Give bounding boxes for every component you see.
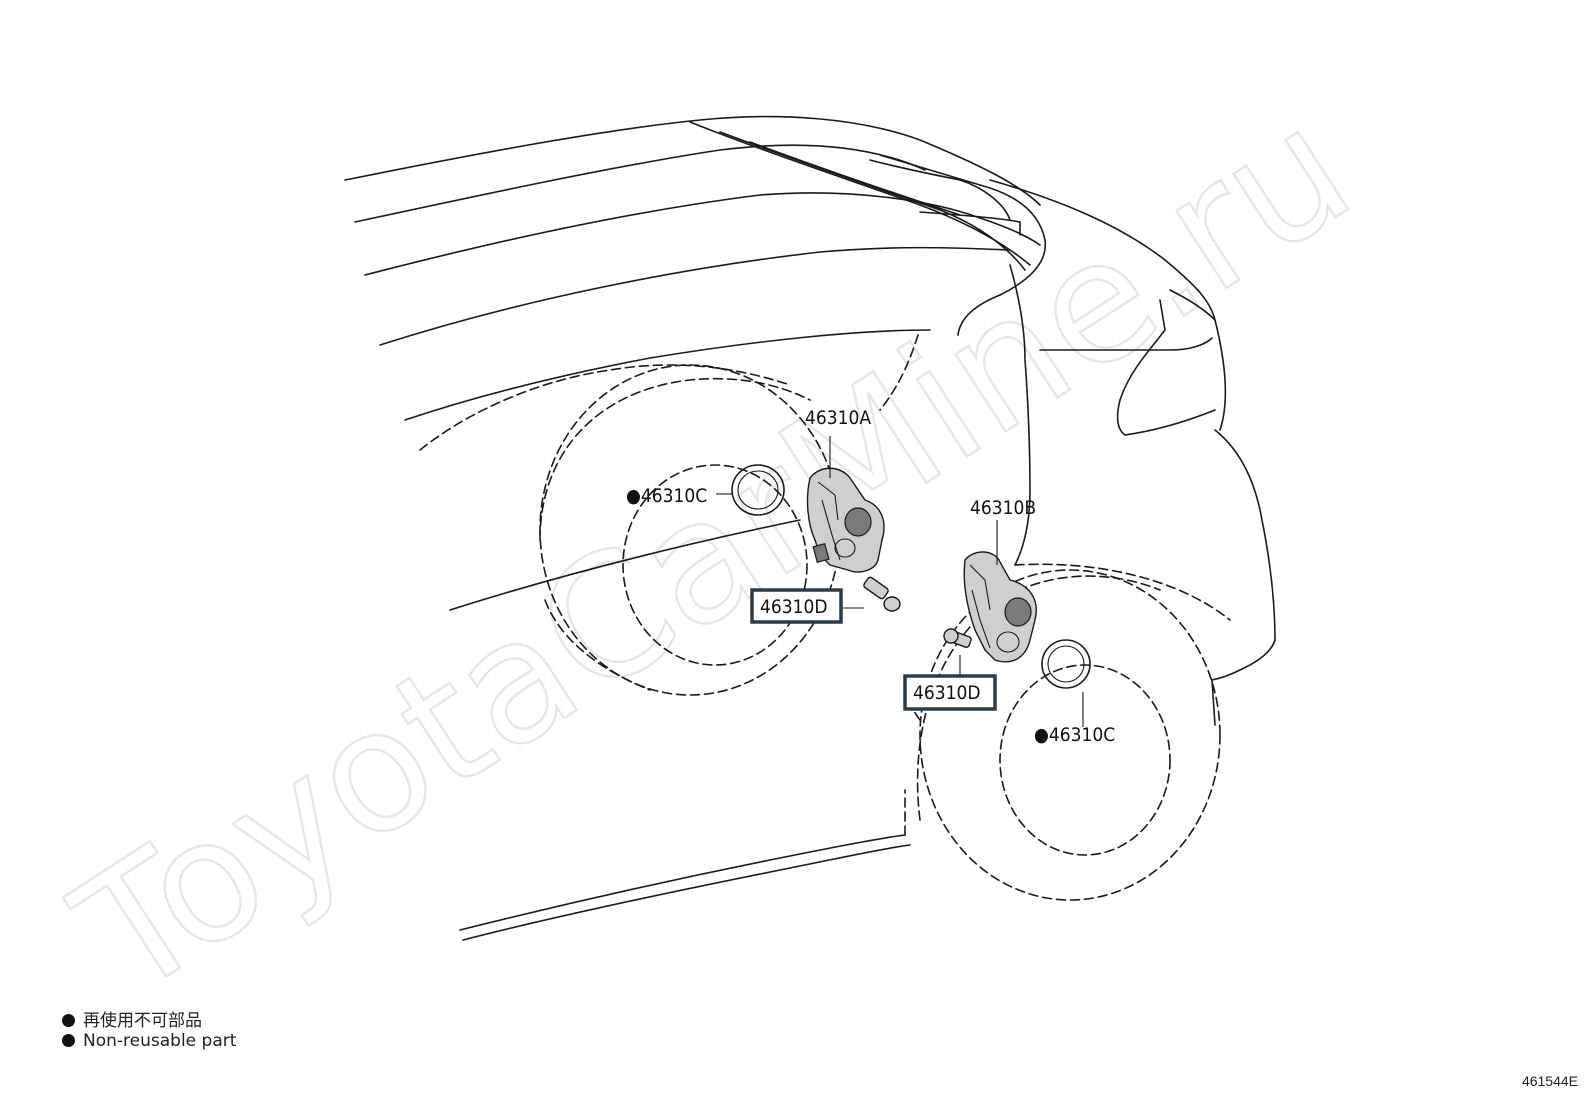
bolt-right	[943, 628, 972, 648]
label-46310b: 46310B	[970, 497, 1036, 519]
seal-ring-left	[731, 464, 785, 516]
watermark: ToyotaCarMine.ru	[43, 69, 1384, 1036]
figure-id: 461544E	[1521, 1073, 1578, 1089]
seal-ring-right	[1041, 639, 1091, 689]
label-46310c-left: ●46310C	[626, 485, 707, 507]
legend-en-text: Non-reusable part	[83, 1031, 237, 1051]
legend-en: Non-reusable part	[62, 1031, 236, 1051]
label-46310a: 46310A	[805, 407, 871, 429]
label-46310d-left: 46310D	[760, 596, 828, 618]
legend-jp-text: 再使用不可部品	[83, 1011, 202, 1031]
bullet-icon	[62, 1034, 75, 1047]
label-box-46310d-left	[750, 588, 843, 624]
label-box-46310d-right	[903, 674, 997, 711]
watermark-text: ToyotaCarMine.ru	[44, 70, 1382, 1034]
bolt-left	[863, 576, 901, 612]
actuator-46310a	[806, 467, 885, 573]
legend-jp: 再使用不可部品	[62, 1006, 202, 1031]
bullet-icon	[62, 1014, 75, 1027]
vehicle-body	[344, 115, 1276, 941]
label-46310c-right: ●46310C	[1034, 724, 1115, 746]
label-46310d-right: 46310D	[913, 682, 981, 704]
actuator-46310b	[963, 551, 1037, 663]
